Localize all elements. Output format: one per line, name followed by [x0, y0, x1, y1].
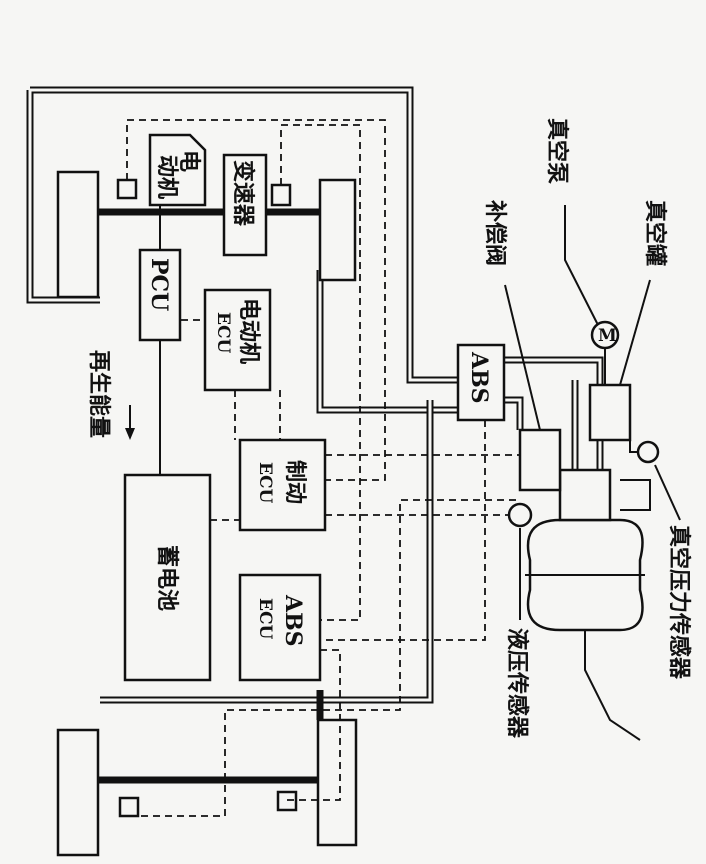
regen-arrow-head [125, 428, 135, 440]
motor-ecu-label: ECU [213, 312, 233, 353]
reservoir [620, 479, 651, 511]
rear-left-wheel [56, 728, 100, 857]
regen-energy-label: 再生能量 [86, 350, 112, 438]
abs-ecu-label: ECU [255, 598, 275, 639]
vacuum-pressure-sensor-label: 真空压力传感器 [666, 525, 692, 680]
hydraulic-pressure-sensor [507, 502, 533, 528]
motor-ecu-label: 电动机 [236, 298, 262, 364]
vacuum-tank-box [588, 383, 632, 442]
battery-label: 蓄电池 [154, 545, 180, 611]
vacuum-line [604, 348, 638, 453]
wheel-speed-sensor [116, 178, 138, 200]
brake-booster [525, 468, 651, 741]
battery-box [123, 473, 212, 682]
vacuum-tank-label: 真空罐 [642, 200, 668, 266]
brake-ecu-label: 制动 [282, 460, 308, 504]
vacuum-pressure-sensor [636, 440, 660, 464]
hydraulic-pressure-sensor-label: 液压传感器 [504, 628, 530, 739]
leader-vacuum-pump [564, 205, 599, 326]
compensation-valve-box [518, 428, 562, 492]
pcu-label: PCU [146, 258, 172, 311]
rear-axle [56, 718, 358, 857]
brake-pedal [584, 630, 641, 741]
motor-box [148, 133, 207, 207]
master-cylinder [558, 468, 612, 522]
wheel-speed-sensor [276, 790, 298, 812]
front-right-wheel [318, 178, 357, 282]
brake-ecu-label: ECU [255, 462, 275, 503]
rear-right-wheel [316, 718, 358, 847]
abs-ecu-label: ABS [280, 594, 306, 647]
pcu-box [138, 248, 182, 342]
brake-ecu-box [238, 438, 327, 532]
front-left-wheel [56, 170, 100, 299]
motor-symbol: M [598, 326, 617, 346]
compensation-valve-label: 补偿阀 [482, 199, 508, 266]
motor-ecu-box [203, 288, 272, 392]
leader-compensation-valve [504, 284, 541, 431]
motor-label: 动机 [154, 155, 180, 199]
motor-label: 电 [176, 150, 202, 172]
leader-vacuum-tank [619, 279, 651, 386]
transmission-box [222, 153, 268, 257]
abs-box [456, 343, 506, 422]
wheel-speed-sensor [118, 796, 140, 818]
abs-label: ABS [466, 351, 492, 404]
wheel-speed-sensor [270, 183, 292, 207]
vacuum-pump-label: 真空泵 [544, 118, 570, 184]
leader-vacuum-pressure-sensor [654, 464, 681, 521]
transmission-label: 变速器 [230, 160, 256, 227]
front-axle [56, 170, 357, 299]
abs-ecu-box [238, 573, 322, 682]
signal-lines [126, 119, 520, 817]
